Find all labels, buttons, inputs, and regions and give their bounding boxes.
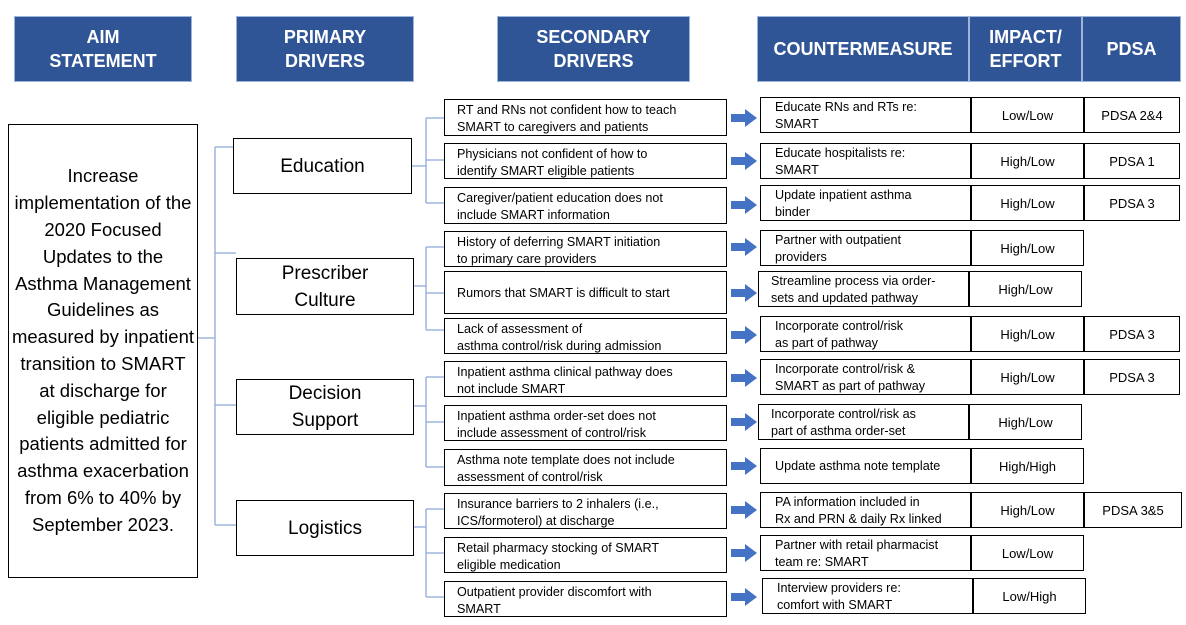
secondary-driver: Inpatient asthma clinical pathway does n… [444,361,727,397]
countermeasure: Incorporate control/risk as part of path… [760,316,971,352]
pdsa-cell: PDSA 3&5 [1084,492,1182,528]
countermeasure: Interview providers re: comfort with SMA… [762,578,973,614]
arrow-right-icon [731,457,757,475]
countermeasure: Educate RNs and RTs re: SMART [760,97,971,133]
impact-effort-cell: High/Low [971,492,1084,528]
arrow-right-icon [731,284,757,302]
secondary-driver: Rumors that SMART is difficult to start [444,271,727,314]
secondary-driver: Retail pharmacy stocking of SMART eligib… [444,537,727,573]
arrow-right-icon [731,544,757,562]
impact-effort-cell: High/Low [971,230,1084,266]
impact-effort-cell: High/Low [971,185,1084,221]
impact-effort-cell: High/Low [971,143,1084,179]
secondary-driver: Lack of assessment of asthma control/ris… [444,318,727,354]
impact-effort-cell: High/Low [971,316,1084,352]
primary-driver-education: Education [233,138,412,194]
pdsa-cell: PDSA 3 [1084,359,1180,395]
header-primary-drivers: PRIMARY DRIVERS [236,16,414,82]
impact-effort-cell: High/High [971,448,1084,484]
secondary-driver: RT and RNs not confident how to teach SM… [444,99,727,136]
header-pdsa: PDSA [1082,16,1181,82]
secondary-driver: Insurance barriers to 2 inhalers (i.e., … [444,493,727,529]
arrow-right-icon [731,413,757,431]
pdsa-cell: PDSA 1 [1084,143,1180,179]
secondary-driver: Asthma note template does not include as… [444,449,727,486]
countermeasure: Incorporate control/risk & SMART as part… [760,359,971,395]
arrow-right-icon [731,588,757,606]
arrow-right-icon [731,152,757,170]
arrow-right-icon [731,238,757,256]
primary-driver-decision-support: Decision Support [236,379,414,435]
secondary-driver: Outpatient provider discomfort with SMAR… [444,581,727,617]
arrow-right-icon [731,369,757,387]
header-countermeasure: COUNTERMEASURE [757,16,969,82]
pdsa-cell: PDSA 3 [1084,185,1180,221]
arrow-right-icon [731,501,757,519]
impact-effort-cell: High/Low [969,404,1082,440]
primary-driver-prescriber-culture: Prescriber Culture [236,258,414,315]
secondary-driver: Physicians not confident of how to ident… [444,143,727,179]
impact-effort-cell: High/Low [969,271,1082,307]
aim-statement-box: Increase implementation of the 2020 Focu… [8,124,198,578]
impact-effort-cell: High/Low [971,359,1084,395]
secondary-driver: Caregiver/patient education does not inc… [444,187,727,224]
countermeasure: Incorporate control/risk as part of asth… [758,404,969,440]
secondary-driver: Inpatient asthma order-set does not incl… [444,405,727,441]
impact-effort-cell: Low/High [973,578,1086,614]
pdsa-cell: PDSA 3 [1084,316,1180,352]
countermeasure: Educate hospitalists re: SMART [760,143,971,179]
secondary-driver: History of deferring SMART initiation to… [444,231,727,267]
aim-statement-text: Increase implementation of the 2020 Focu… [11,165,195,535]
arrow-right-icon [731,196,757,214]
arrow-right-icon [731,326,757,344]
header-secondary-drivers: SECONDARY DRIVERS [497,16,690,82]
arrow-icons [731,109,757,606]
countermeasure: Streamline process via order- sets and u… [758,271,969,307]
primary-driver-logistics: Logistics [236,500,414,556]
countermeasure: PA information included in Rx and PRN & … [760,492,971,528]
impact-effort-cell: Low/Low [971,535,1084,571]
header-impact-effort: IMPACT/ EFFORT [969,16,1082,82]
countermeasure: Partner with outpatient providers [760,230,971,266]
countermeasure: Update asthma note template [760,448,971,484]
pdsa-cell: PDSA 2&4 [1084,97,1180,133]
countermeasure: Partner with retail pharmacist team re: … [760,535,971,571]
arrow-right-icon [731,109,757,127]
header-aim-statement: AIM STATEMENT [14,16,192,82]
countermeasure: Update inpatient asthma binder [760,185,971,221]
impact-effort-cell: Low/Low [971,97,1084,133]
